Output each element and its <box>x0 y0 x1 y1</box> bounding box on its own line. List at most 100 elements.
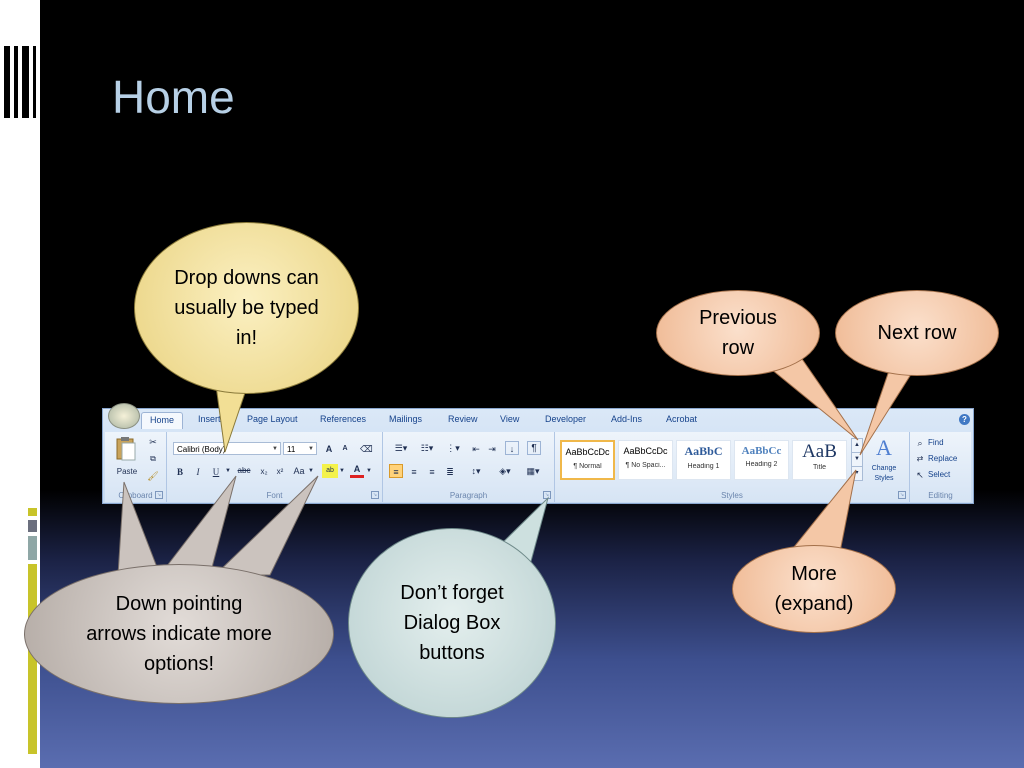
change-case-dropdown-icon[interactable]: ▼ <box>308 468 314 474</box>
select-cursor-icon[interactable]: ↖ <box>916 470 924 480</box>
paragraph-group-label: Paragraph <box>449 491 488 500</box>
style-heading-2[interactable]: AaBbCc Heading 2 <box>734 440 789 480</box>
find-icon[interactable]: ⌕ <box>917 438 923 448</box>
shrink-font-button[interactable]: A <box>342 445 348 452</box>
font-name-value: Calibri (Body) <box>177 445 226 454</box>
tab-mailings[interactable]: Mailings <box>389 414 423 424</box>
color-bar-decoration <box>28 508 38 754</box>
paragraph-dialog-launcher[interactable]: ↘ <box>543 491 551 499</box>
strikethrough-button[interactable]: abc <box>237 466 251 475</box>
style-name: Heading 2 <box>745 461 778 468</box>
increase-indent-icon[interactable]: ⇥ <box>488 444 496 454</box>
change-styles-button[interactable]: Change Styles <box>871 465 897 482</box>
pilcrow-icon[interactable]: ¶ <box>527 441 541 455</box>
font-size-value: 11 <box>287 445 296 454</box>
grow-font-button[interactable]: A <box>325 444 333 454</box>
paste-icon[interactable] <box>115 436 137 462</box>
borders-icon[interactable]: ▦▾ <box>526 466 540 476</box>
highlight-icon[interactable]: ab <box>322 464 338 478</box>
style-name: Heading 1 <box>687 463 720 470</box>
paste-button[interactable]: Paste <box>116 467 138 476</box>
clear-formatting-icon[interactable]: ⌫ <box>360 444 373 454</box>
style-sample: AaBbCc <box>741 445 782 457</box>
style-name: ¶ No Spaci... <box>625 462 666 469</box>
tab-review[interactable]: Review <box>448 414 478 424</box>
font-size-combo[interactable]: 11 ▼ <box>283 442 317 455</box>
replace-icon[interactable]: ⇄ <box>916 454 924 463</box>
font-dialog-launcher[interactable]: ↘ <box>371 491 379 499</box>
replace-button[interactable]: Replace <box>928 454 958 463</box>
callout-dialog-buttons: Don’t forget Dialog Box buttons <box>348 528 556 718</box>
style-sample: AaBbC <box>684 444 723 458</box>
underline-dropdown-icon[interactable]: ▼ <box>225 468 231 474</box>
callout-previous-row: Previous row <box>656 290 820 376</box>
callout-more-text: More (expand) <box>774 563 854 615</box>
more-styles-button[interactable]: ▾ <box>851 466 863 481</box>
change-case-button[interactable]: Aa <box>293 466 305 476</box>
underline-button[interactable]: U <box>212 467 220 477</box>
font-size-dropdown-icon[interactable]: ▼ <box>308 446 314 452</box>
bullets-icon[interactable]: ☰▾ <box>394 443 408 453</box>
justify-icon[interactable]: ≣ <box>446 467 454 477</box>
align-right-icon[interactable]: ≡ <box>429 467 435 477</box>
style-no-spacing[interactable]: AaBbCcDc ¶ No Spaci... <box>618 440 673 480</box>
bold-button[interactable]: B <box>176 467 183 477</box>
align-left-icon[interactable]: ≡ <box>389 464 403 478</box>
italic-button[interactable]: I <box>196 467 200 477</box>
callout-down-arrows: Down pointing arrows indicate more optio… <box>24 564 334 704</box>
multilevel-list-icon[interactable]: ⋮▾ <box>446 443 460 453</box>
tab-acrobat[interactable]: Acrobat <box>666 414 698 424</box>
next-row-button[interactable]: ▼ <box>851 452 863 467</box>
tab-view[interactable]: View <box>500 414 520 424</box>
tab-page-layout[interactable]: Page Layout <box>247 414 298 424</box>
highlight-dropdown-icon[interactable]: ▼ <box>339 468 345 474</box>
style-normal[interactable]: AaBbCcDc ¶ Normal <box>560 440 615 480</box>
callout-dialog-buttons-text: Don’t forget Dialog Box buttons <box>400 582 504 664</box>
slide-title: Home <box>112 71 235 123</box>
tab-developer[interactable]: Developer <box>545 414 587 424</box>
tab-insert[interactable]: Insert <box>198 414 221 424</box>
font-group: Calibri (Body) ▼ 11 ▼ A A ⌫ B I U ▼ abc … <box>167 432 383 502</box>
styles-group-label: Styles <box>721 491 743 500</box>
styles-dialog-launcher[interactable]: ↘ <box>898 491 906 499</box>
font-color-dropdown-icon[interactable]: ▼ <box>366 468 372 474</box>
sort-icon[interactable]: ↓ <box>505 441 519 455</box>
help-icon[interactable]: ? <box>959 414 970 425</box>
font-name-combo[interactable]: Calibri (Body) ▼ <box>173 442 281 455</box>
format-painter-icon[interactable]: 🖌 <box>147 471 159 481</box>
numbering-icon[interactable]: ☷▾ <box>420 443 434 453</box>
styles-group: AaBbCcDc ¶ Normal AaBbCcDc ¶ No Spaci...… <box>555 432 910 502</box>
select-button[interactable]: Select <box>928 470 951 479</box>
style-title[interactable]: AaB Title <box>792 440 847 480</box>
decrease-indent-icon[interactable]: ⇤ <box>472 444 480 454</box>
callout-dropdowns-text: Drop downs can usually be typed in! <box>174 267 319 349</box>
style-name: Title <box>813 464 826 471</box>
tab-home[interactable]: Home <box>141 412 184 429</box>
office-button[interactable] <box>108 403 140 429</box>
ribbon-tabs: Home Insert Page Layout References Maili… <box>103 403 973 431</box>
style-heading-1[interactable]: AaBbC Heading 1 <box>676 440 731 480</box>
word-ribbon: Home Insert Page Layout References Maili… <box>102 403 974 504</box>
cut-icon[interactable]: ✂ <box>149 437 157 447</box>
align-center-icon[interactable]: ≡ <box>411 467 417 477</box>
callout-more: More (expand) <box>732 545 896 633</box>
change-styles-icon[interactable]: A <box>876 435 892 460</box>
copy-icon[interactable]: ⧉ <box>150 454 156 463</box>
font-name-dropdown-icon[interactable]: ▼ <box>272 446 278 452</box>
clipboard-dialog-launcher[interactable]: ↘ <box>155 491 163 499</box>
font-group-label: Font <box>266 491 283 500</box>
paragraph-group: ☰▾ ☷▾ ⋮▾ ⇤ ⇥ ↓ ¶ ≡ ≡ ≡ ≣ ↕▾ ◈▾ ▦▾ Paragr… <box>383 432 555 502</box>
font-color-icon[interactable]: A <box>350 464 364 478</box>
find-button[interactable]: Find <box>928 438 944 447</box>
superscript-button[interactable]: x² <box>276 467 284 476</box>
line-spacing-icon[interactable]: ↕▾ <box>471 466 481 476</box>
callout-previous-row-text: Previous row <box>699 307 777 359</box>
previous-row-button[interactable]: ▲ <box>851 438 863 453</box>
shading-icon[interactable]: ◈▾ <box>499 466 511 476</box>
subscript-button[interactable]: x₂ <box>260 467 268 476</box>
tab-add-ins[interactable]: Add-Ins <box>611 414 643 424</box>
callout-next-row: Next row <box>835 290 999 376</box>
tab-references[interactable]: References <box>320 414 367 424</box>
stripe-decoration <box>0 46 40 118</box>
callout-down-arrows-text: Down pointing arrows indicate more optio… <box>86 593 272 675</box>
